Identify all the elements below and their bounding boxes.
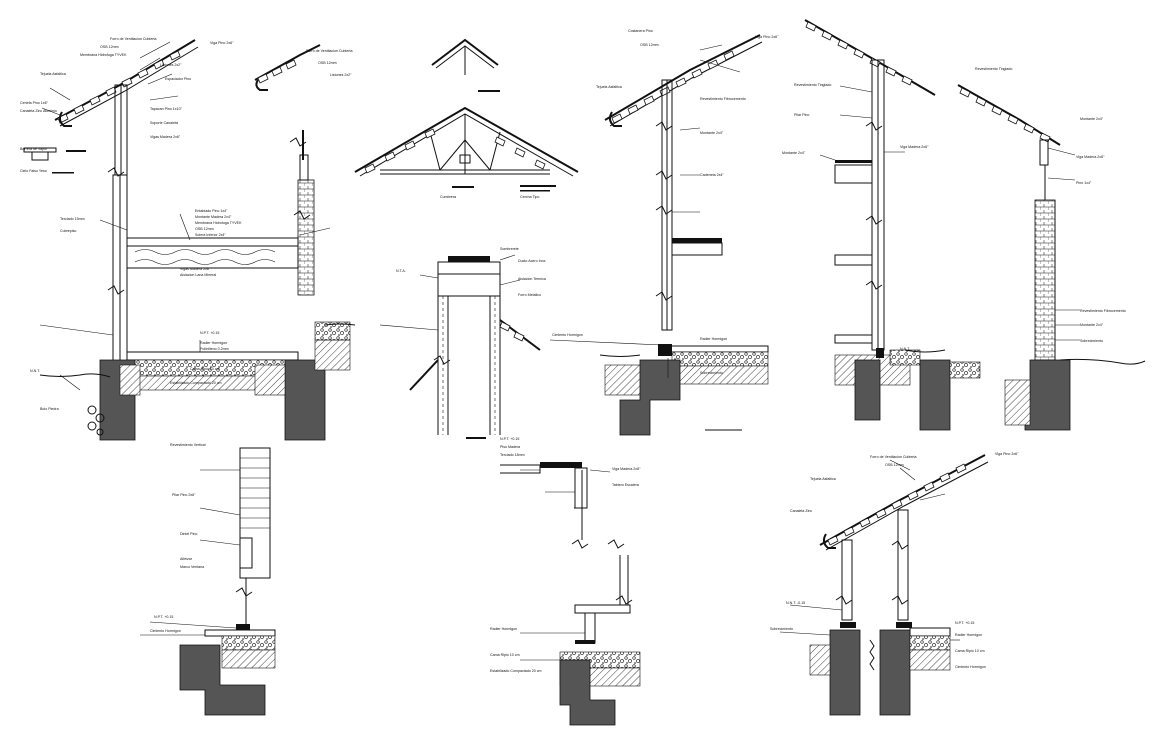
label: Listones 2x2" — [160, 63, 182, 67]
label: Viga Madera 2x6" — [1076, 155, 1105, 159]
label: Tapacan Pino 1x10" — [150, 107, 183, 111]
label: Estabilizado Compactado 20 cm — [170, 381, 222, 385]
label: N.P.T. +0.15 — [154, 615, 173, 619]
eave-wall-section-right: Costanera Pino OSB 12mm Tejuela Asfaltic… — [549, 29, 779, 436]
label: N.P.T. +0.15 — [500, 437, 519, 441]
label: Viga Pino 2x6" — [210, 41, 234, 45]
label: Membrana Hidrofuga TYVEK — [195, 221, 242, 225]
label: Forro de Ventilacion Cubierta — [110, 37, 157, 41]
label: N.N.T. — [900, 347, 910, 351]
label: Montante 2x4" — [1080, 117, 1104, 121]
label: OSB 12mm — [318, 61, 337, 65]
far-right-eave-section: Revestimiento Tinglado Montante 2x4" Vig… — [919, 67, 1146, 431]
label: Aislacion Lana Mineral — [180, 273, 216, 277]
label: Canaleta Zinc — [790, 509, 812, 513]
label: Cielo Falso Yeso — [20, 169, 47, 173]
label: Cimiento Hormigon — [150, 629, 181, 633]
label: Membrana Hidrofuga TYVEK — [80, 53, 127, 57]
label: OSB 12mm — [195, 227, 214, 231]
label: Radier Hormigon — [490, 627, 517, 631]
label: N.N.T. -0.15 — [786, 601, 805, 605]
label: Revestimiento Fibrocemento — [700, 97, 746, 101]
label: Cimiento Hormigon — [955, 665, 986, 669]
label: Piso Madera — [500, 445, 520, 449]
label: Espaciador Pino — [165, 77, 191, 81]
label: N.P.T. +0.15 — [955, 621, 974, 625]
label: Pino 1x4" — [1076, 181, 1092, 185]
label: Sobrecimiento — [1080, 339, 1103, 343]
label: Solera Inferior 2x4" — [195, 233, 226, 237]
label: Soporte Canaleta — [150, 121, 178, 125]
label: Pilar Pino — [794, 113, 809, 117]
label: OSB 12mm — [885, 463, 904, 467]
label: Cama Ripio 10 cm — [190, 367, 220, 371]
label: Pilar Pino 2x6" — [172, 493, 196, 497]
label: OSB 12mm — [100, 45, 119, 49]
label: Cubrepiso — [60, 229, 76, 233]
floor-wall-section: Entablado Pino 1x4" Montante Madera 2x4"… — [23, 130, 356, 441]
label: Cama Ripio 10 cm — [490, 653, 520, 657]
label: Radier Hormigon — [200, 341, 227, 345]
label: Cama Ripio 10 cm — [955, 649, 985, 653]
roof-eave-section: Forro de Ventilacion Cubierta OSB 12mm M… — [20, 37, 353, 177]
label: Viga Madera 2x6" — [900, 145, 929, 149]
label: Entablado Pino 1x4" — [195, 209, 228, 213]
label: Costanera Pino — [628, 29, 653, 33]
label: Cenefa Pino 1x6" — [20, 101, 49, 105]
eave-foundation-right: Forro de Ventilacion Cubierta OSB 12mm V… — [770, 452, 1019, 716]
window-wall-section: Revestimiento Vertical Pilar Pino 2x6" D… — [140, 443, 276, 716]
label: Revestimiento Tinglado — [794, 83, 831, 87]
label: Forro de Ventilacion Cubierta — [870, 455, 917, 459]
label: Revestimiento Tinglado — [975, 67, 1012, 71]
label: Radier Hormigon — [955, 633, 982, 637]
chimney-section: Sombrerete Ducto Acero Inox. Aislacion T… — [379, 247, 546, 439]
label: Cadeneta 2x4" — [700, 173, 724, 177]
label: Tejuela Asfaltica — [810, 477, 836, 481]
label: Radier Hormigon — [700, 337, 727, 341]
label: Tejuela Asfaltica — [596, 85, 622, 89]
label: Terciado 18mm — [500, 453, 525, 457]
label: Viga Pino 2x6" — [755, 35, 779, 39]
label: Marco Ventana — [180, 565, 204, 569]
label: Viga Pino 2x6" — [995, 452, 1019, 456]
label: Sombrerete — [500, 247, 519, 251]
label: Cercha Tipo — [520, 195, 539, 199]
label: Sobrecimiento — [770, 627, 793, 631]
label: Vigas Madera 2x8" — [180, 267, 211, 271]
label: Canaleta Zinc Aluminio — [20, 109, 57, 113]
label: Dintel Pino — [180, 532, 197, 536]
label: Ducto Acero Inox. — [518, 259, 546, 263]
label: Vigas Madera 2x6" — [150, 135, 181, 139]
label: N.P.T. +0.15 — [200, 331, 219, 335]
label: Alfeizar — [180, 557, 193, 561]
label: Montante 2x4" — [700, 131, 724, 135]
label: Aislacion Termica — [518, 277, 546, 281]
label: Montante Madera 2x4" — [195, 215, 232, 219]
label: Tablero Escalera — [612, 483, 639, 487]
label: Cimiento Hormigon — [552, 333, 583, 337]
label: Forro Metalico — [518, 293, 541, 297]
stair-landing-section: N.P.T. +0.15 Piso Madera Terciado 18mm V… — [490, 437, 641, 726]
label: Viga Madera 2x8" — [612, 467, 641, 471]
label: OSB 12mm — [640, 43, 659, 47]
gable-wall-section: Revestimiento Tinglado Pilar Pino Montan… — [782, 19, 946, 421]
label: Cumbrera — [440, 195, 456, 199]
label: Terciado 15mm — [60, 217, 85, 221]
label: Barrera de Vapor — [20, 147, 48, 151]
ridge-truss-elevation: Cumbrera Cercha Tipo — [354, 38, 579, 199]
label: Polietileno 0.2mm — [200, 347, 229, 351]
label: Bolo Piedra — [40, 407, 59, 411]
label: Revestimiento Vertical — [170, 443, 206, 447]
label: Revestimiento Fibrocemento — [1080, 309, 1126, 313]
label: N.T.A. — [396, 269, 406, 273]
label: Montante 2x4" — [1080, 323, 1104, 327]
label: Forro de Ventilacion Cubierta — [306, 49, 353, 53]
label: Tejuela Asfaltica — [40, 72, 66, 76]
label: Estabilizado Compactado 20 cm — [490, 669, 542, 673]
label: Sobrecimiento — [700, 371, 723, 375]
label: N.N.T. — [30, 369, 40, 373]
label: Listones 2x2" — [330, 73, 352, 77]
label: Montante 2x4" — [782, 151, 806, 155]
